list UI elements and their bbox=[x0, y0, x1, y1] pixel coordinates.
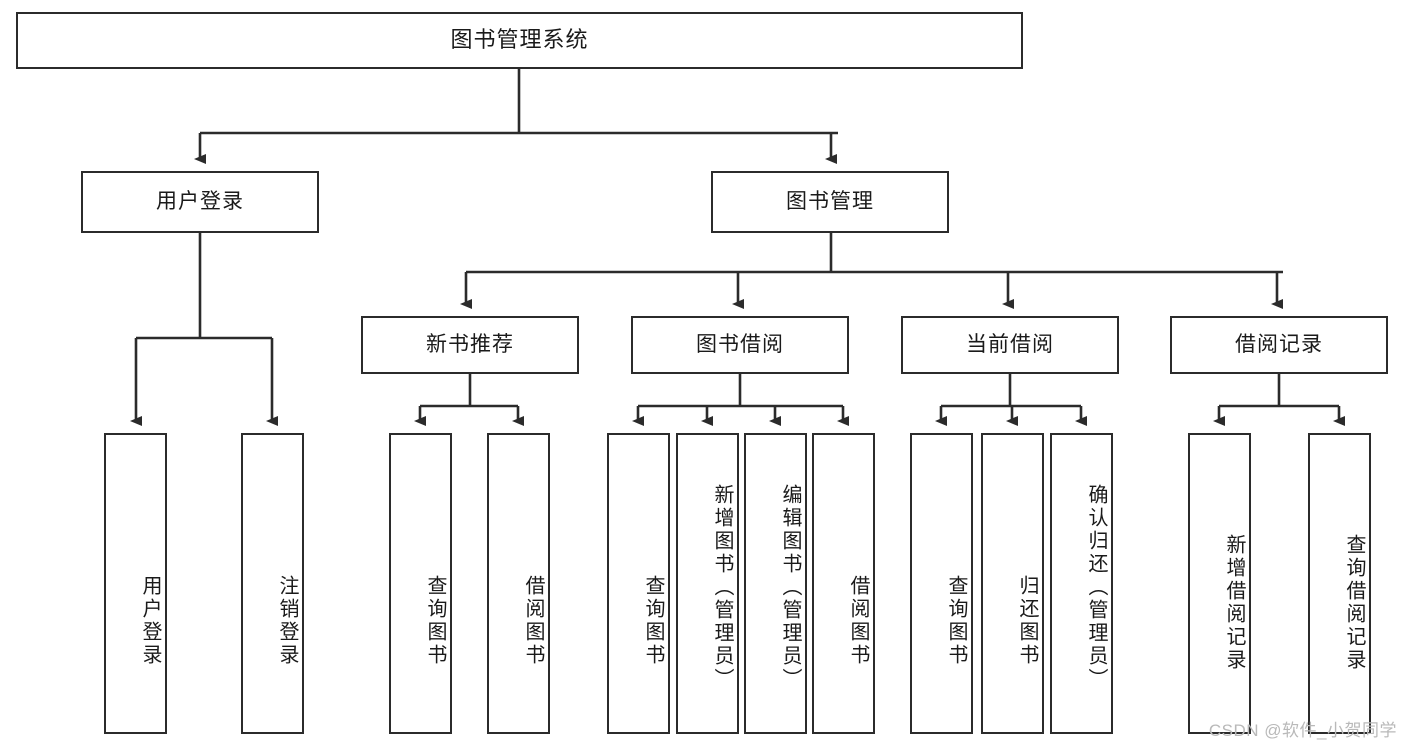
leaf-query-book-newbook[interactable]: 查询图书 bbox=[389, 433, 452, 734]
leaf-borrow-book[interactable]: 借阅图书 bbox=[812, 433, 875, 734]
leaf-borrow-book-label: 借阅图书 bbox=[847, 575, 869, 667]
node-current-borrow-label: 当前借阅 bbox=[966, 333, 1054, 357]
leaf-add-borrow-record[interactable]: 新增借阅记录 bbox=[1188, 433, 1251, 734]
leaf-query-borrow-record-label: 查询借阅记录 bbox=[1343, 533, 1365, 672]
node-borrow-records[interactable]: 借阅记录 bbox=[1170, 316, 1388, 374]
node-user-login[interactable]: 用户登录 bbox=[81, 171, 319, 233]
leaf-add-book-admin[interactable]: 新增图书（管理员） bbox=[676, 433, 739, 734]
leaf-user-login-label: 用户登录 bbox=[139, 575, 161, 667]
node-book-borrow[interactable]: 图书借阅 bbox=[631, 316, 849, 374]
leaf-edit-book-admin-label: 编辑图书（管理员） bbox=[779, 484, 801, 691]
leaf-query-book-current[interactable]: 查询图书 bbox=[910, 433, 973, 734]
node-current-borrow[interactable]: 当前借阅 bbox=[901, 316, 1119, 374]
leaf-borrow-book-newbook-label: 借阅图书 bbox=[522, 575, 544, 667]
leaf-query-book-borrow-label: 查询图书 bbox=[642, 575, 664, 667]
node-book-management[interactable]: 图书管理 bbox=[711, 171, 949, 233]
leaf-confirm-return-admin[interactable]: 确认归还（管理员） bbox=[1050, 433, 1113, 734]
leaf-borrow-book-newbook[interactable]: 借阅图书 bbox=[487, 433, 550, 734]
leaf-confirm-return-admin-label: 确认归还（管理员） bbox=[1085, 484, 1107, 691]
leaf-query-book-current-label: 查询图书 bbox=[945, 575, 967, 667]
node-book-borrow-label: 图书借阅 bbox=[696, 333, 784, 357]
node-borrow-records-label: 借阅记录 bbox=[1235, 333, 1323, 357]
leaf-query-book-borrow[interactable]: 查询图书 bbox=[607, 433, 670, 734]
leaf-add-book-admin-label: 新增图书（管理员） bbox=[711, 484, 733, 691]
node-new-book-recommend[interactable]: 新书推荐 bbox=[361, 316, 579, 374]
node-root[interactable]: 图书管理系统 bbox=[16, 12, 1023, 69]
leaf-add-borrow-record-label: 新增借阅记录 bbox=[1223, 533, 1245, 672]
leaf-query-borrow-record[interactable]: 查询借阅记录 bbox=[1308, 433, 1371, 734]
node-user-login-label: 用户登录 bbox=[156, 190, 244, 214]
csdn-watermark: CSDN @软件_小贺同学 bbox=[1208, 721, 1397, 740]
leaf-return-book[interactable]: 归还图书 bbox=[981, 433, 1044, 734]
leaf-logout-label: 注销登录 bbox=[276, 575, 298, 667]
leaf-query-book-newbook-label: 查询图书 bbox=[424, 575, 446, 667]
node-root-label: 图书管理系统 bbox=[450, 27, 589, 53]
node-new-book-recommend-label: 新书推荐 bbox=[426, 333, 514, 357]
node-book-management-label: 图书管理 bbox=[786, 190, 874, 214]
leaf-edit-book-admin[interactable]: 编辑图书（管理员） bbox=[744, 433, 807, 734]
leaf-logout[interactable]: 注销登录 bbox=[241, 433, 304, 734]
leaf-user-login[interactable]: 用户登录 bbox=[104, 433, 167, 734]
leaf-return-book-label: 归还图书 bbox=[1016, 575, 1038, 667]
